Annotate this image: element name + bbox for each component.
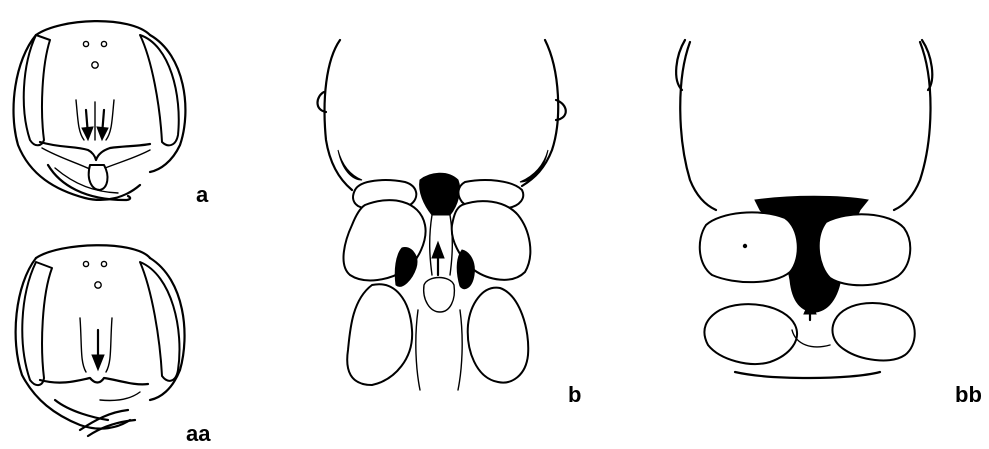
ocellus-right [101,261,106,266]
panel-label-bb: bb [955,382,982,407]
ocellus-median [95,282,101,288]
panel-label-b: b [568,382,581,407]
panel-a-drawing [14,21,186,200]
panel-b-drawing [318,40,566,390]
ocellus-median [92,62,98,68]
hypostomal-bridge [420,173,460,215]
ocellus-left [83,41,88,46]
arrow-left [82,127,93,140]
condyle-dot [743,244,747,248]
ocellus-left [83,261,88,266]
panel-label-a: a [196,182,209,207]
arrow-right [97,127,108,140]
arrow-up [432,242,444,258]
ocellus-right [101,41,106,46]
panel-bb-drawing [676,40,932,378]
panel-aa-drawing [16,245,185,436]
arrow-center [92,355,104,370]
panel-label-aa: aa [186,421,211,446]
